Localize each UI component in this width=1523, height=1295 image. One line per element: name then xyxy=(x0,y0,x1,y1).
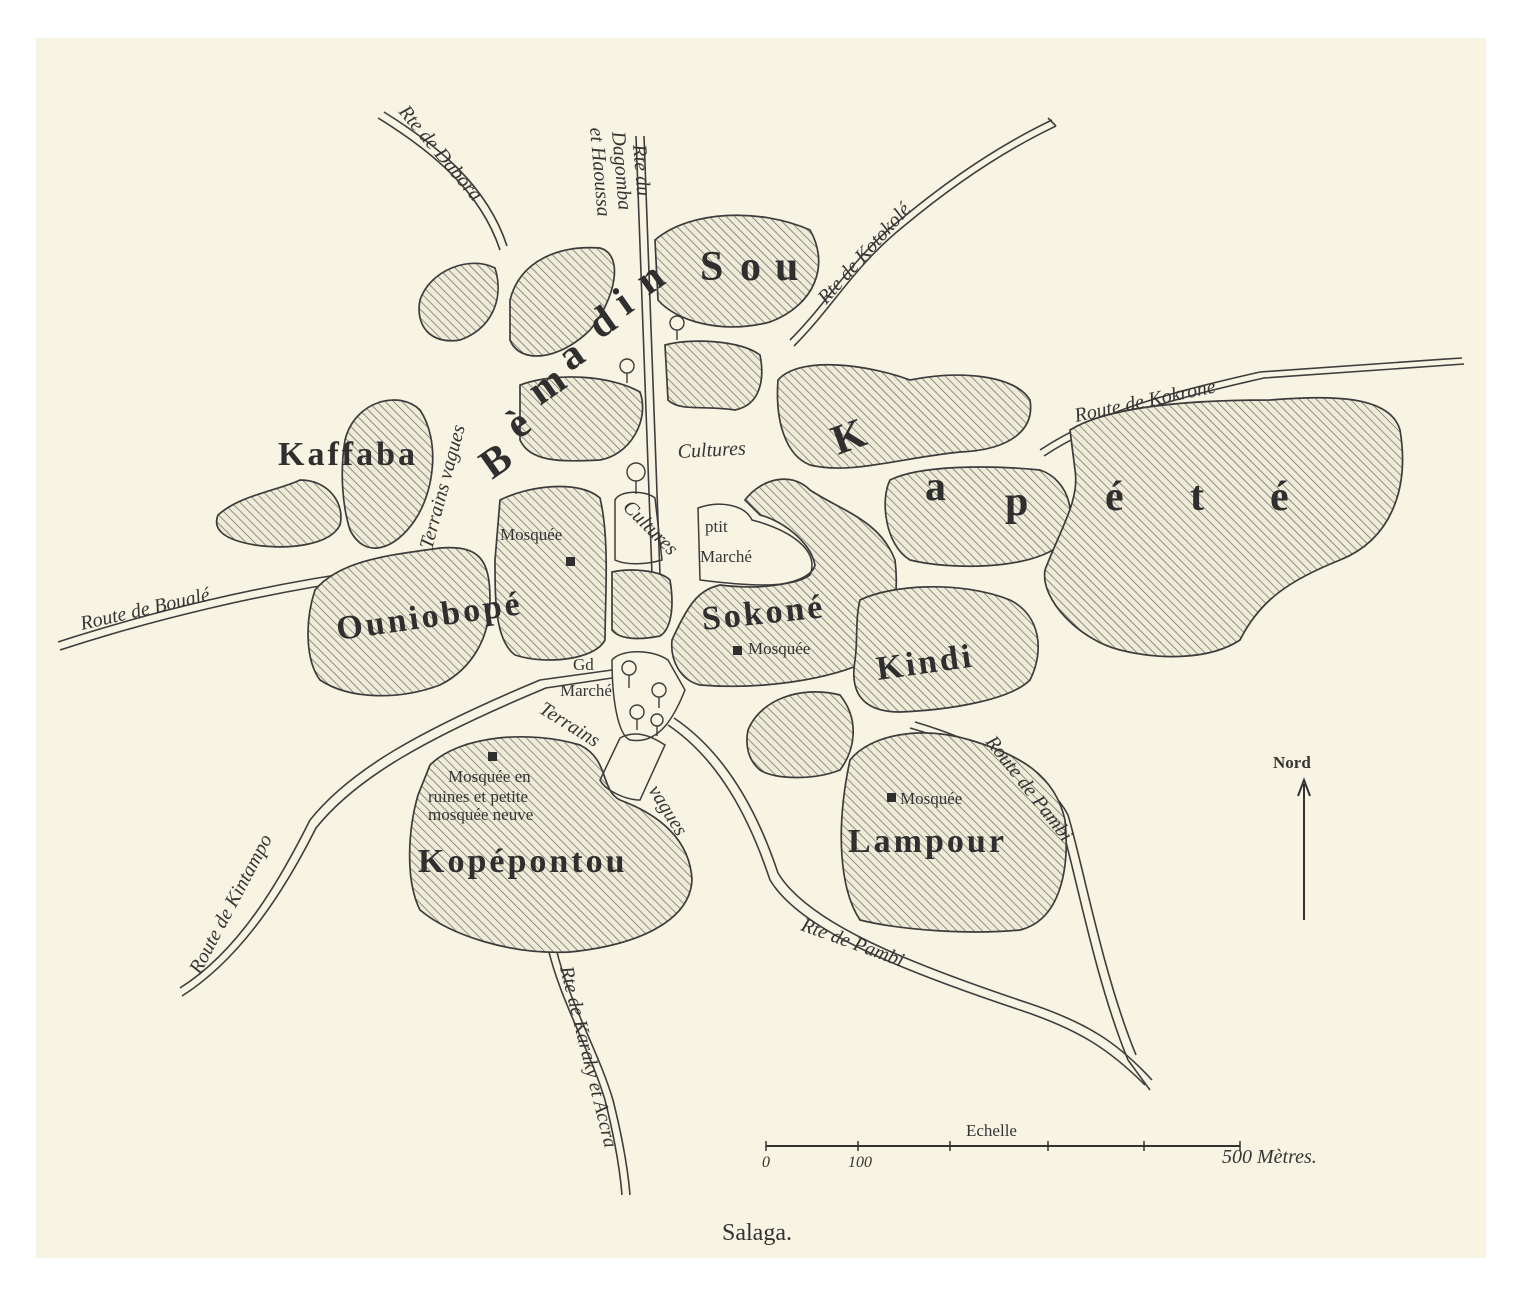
north-arrow: Nord xyxy=(1273,753,1311,920)
quarter-letter: a xyxy=(925,464,946,510)
mosque-icon xyxy=(733,646,742,655)
quarter-letter: t xyxy=(1190,474,1204,520)
quarter-kopepontou: Kopépontou xyxy=(418,843,628,880)
quarter-blocks xyxy=(215,214,1404,954)
label-mosquee-ouniobope: Mosquée xyxy=(500,525,562,544)
tree-icon xyxy=(651,682,667,708)
tree-icons xyxy=(619,315,685,736)
north-label: Nord xyxy=(1273,753,1311,772)
mosque-icons xyxy=(488,557,896,802)
tree-icon xyxy=(619,358,635,383)
label-ptit-marche: Marché xyxy=(700,547,752,566)
mosque-icon xyxy=(887,793,896,802)
label-mosquee-lampour: Mosquée xyxy=(900,789,962,808)
quarter-kaffaba: Kaffaba xyxy=(278,436,418,473)
tree-icon xyxy=(621,660,637,688)
label-mosquee-ruines: ruines et petite xyxy=(428,787,528,806)
scale-bar: Echelle 0 100 500 Mètres. xyxy=(762,1121,1317,1171)
label-mosquee-ruines: Mosquée en xyxy=(448,767,531,786)
scale-tick-0: 0 xyxy=(762,1154,770,1171)
arrow-up-icon xyxy=(1297,777,1311,797)
scale-tick-500: 500 Mètres. xyxy=(1222,1146,1317,1168)
label-cultures: Cultures xyxy=(677,437,746,463)
quarter-letter: é xyxy=(1270,474,1289,520)
scale-tick-100: 100 xyxy=(848,1154,872,1171)
label-mosquee-ruines: mosquée neuve xyxy=(428,805,533,824)
mosque-icon xyxy=(488,752,497,761)
tree-icon xyxy=(650,713,664,736)
tree-icon xyxy=(626,462,646,494)
quarter-letter: p xyxy=(1005,479,1028,525)
mosque-icon xyxy=(566,557,575,566)
quarter-letter: u xyxy=(775,244,798,290)
map-caption: Salaga. xyxy=(722,1220,792,1246)
tree-icon xyxy=(669,315,685,340)
tree-icon xyxy=(629,704,645,730)
label-gd-marche: Marché xyxy=(560,681,612,700)
quarter-letter: é xyxy=(1105,474,1124,520)
quarter-letter: o xyxy=(740,244,761,290)
quarter-lampour: Lampour xyxy=(848,823,1007,860)
label-ptit-marche: ptit xyxy=(705,517,728,536)
road-label-dagomba: Rte du xyxy=(628,143,655,197)
quarter-letter: S xyxy=(700,244,723,290)
label-gd-marche: Gd xyxy=(573,655,594,674)
scale-title: Echelle xyxy=(966,1121,1017,1140)
open-areas xyxy=(599,491,813,801)
label-mosquee-sokone: Mosquée xyxy=(748,639,810,658)
